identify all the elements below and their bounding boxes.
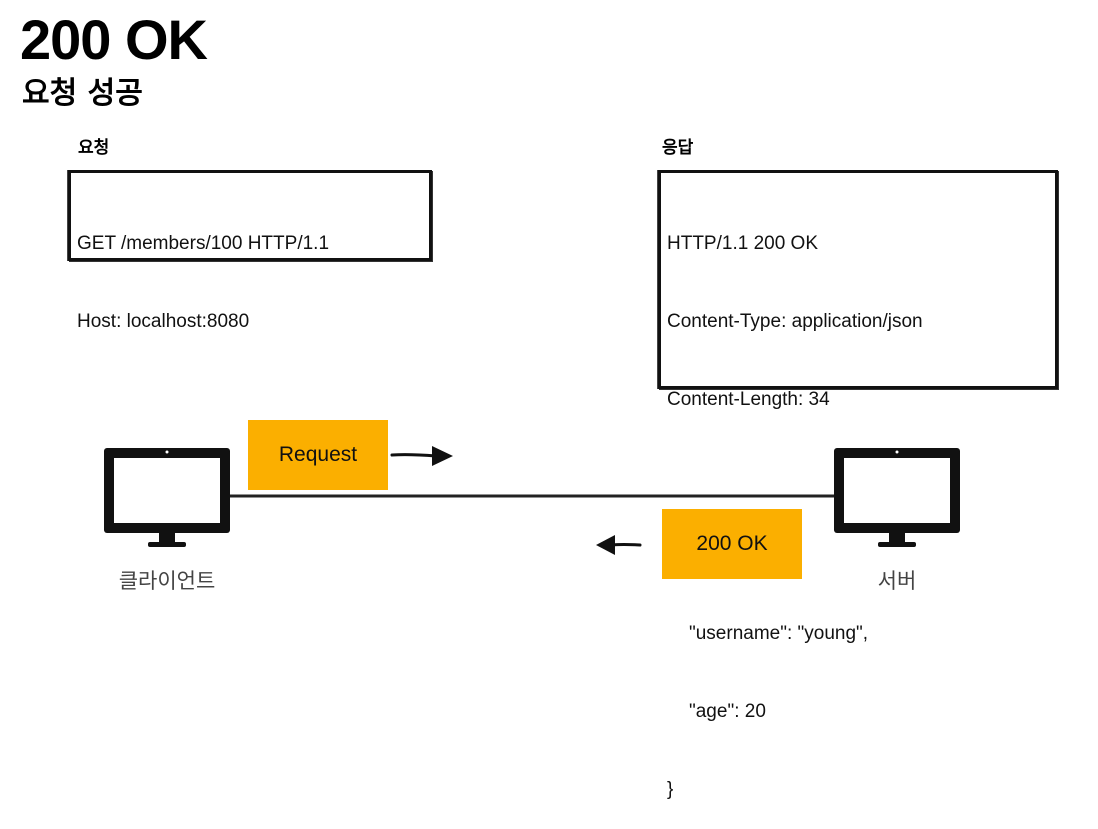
client-label: 클라이언트 — [118, 569, 216, 593]
network-diagram — [104, 446, 960, 555]
server-monitor-icon — [834, 448, 960, 547]
page-subtitle: 요청 성공 — [22, 76, 143, 111]
response-header-content-type: Content-Type: application/json — [667, 311, 923, 332]
request-tag: Request — [248, 420, 388, 490]
request-label: 요청 — [78, 138, 110, 158]
request-header-host: Host: localhost:8080 — [77, 311, 250, 332]
response-label: 응답 — [662, 138, 694, 158]
response-status-tag: 200 OK — [662, 509, 802, 579]
client-monitor-icon — [104, 448, 230, 547]
response-body-close-brace: } — [667, 779, 674, 800]
server-label: 서버 — [877, 569, 917, 593]
request-arrow-icon — [390, 446, 453, 466]
response-body-username: "username": "young", — [689, 623, 869, 644]
response-header-content-length: Content-Length: 34 — [667, 389, 830, 410]
request-line: GET /members/100 HTTP/1.1 — [77, 233, 330, 254]
page-title: 200 OK — [20, 8, 208, 71]
response-arrow-icon — [596, 535, 642, 555]
response-status-line: HTTP/1.1 200 OK — [667, 233, 819, 254]
response-body-age: "age": 20 — [689, 701, 766, 722]
request-message-box: GET /members/100 HTTP/1.1 Host: localhos… — [68, 170, 432, 332]
